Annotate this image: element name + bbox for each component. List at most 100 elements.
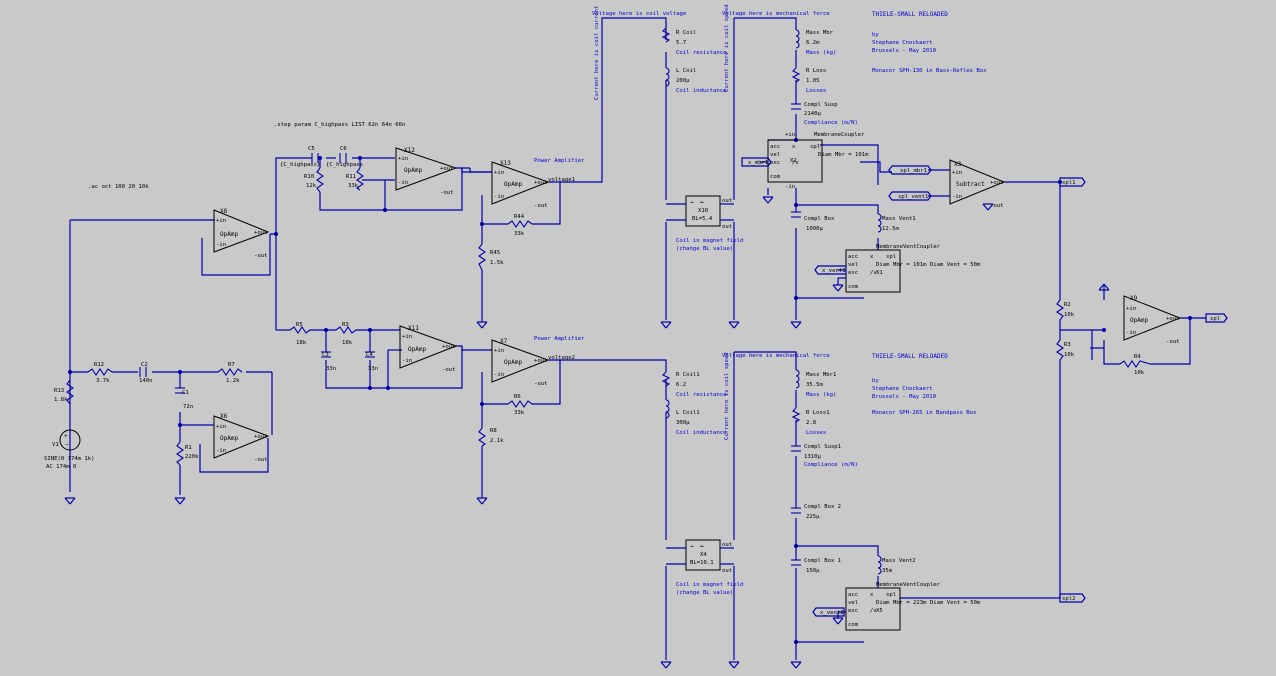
svg-text:-out: -out <box>442 367 455 373</box>
resistor-r8 <box>478 427 486 447</box>
svg-text:+out: +out <box>990 180 1003 186</box>
svg-text:150µ: 150µ <box>806 568 820 574</box>
opamp-x11[interactable]: X11 OpAmp +in -in +out -out <box>399 325 458 373</box>
svg-text:Losses: Losses <box>806 88 826 94</box>
svg-text:-out: -out <box>440 190 453 196</box>
svg-text:R11: R11 <box>346 174 356 180</box>
opamp-x12[interactable]: X12 OpAmp +in -in +out -out <box>395 147 458 196</box>
resistor-r7 <box>217 368 243 376</box>
svg-text:X10: X10 <box>698 208 708 214</box>
svg-text:R12: R12 <box>94 362 104 368</box>
opamp-x9[interactable]: X9 OpAmp +in -in +out -out <box>1123 295 1182 345</box>
svg-text:12.5m: 12.5m <box>882 226 899 232</box>
svg-text:Brussels - May 2010: Brussels - May 2010 <box>872 48 936 54</box>
svg-text:out: out <box>722 198 732 204</box>
svg-text:Coil inductance: Coil inductance <box>676 430 727 436</box>
svg-text:com: com <box>848 622 859 628</box>
v1-name: V1 <box>52 442 59 448</box>
svg-text:R10: R10 <box>304 174 314 180</box>
svg-text:-in: -in <box>402 358 412 364</box>
svg-text:+in: +in <box>1126 306 1136 312</box>
resistor-r11 <box>356 167 364 191</box>
opamp-x7[interactable]: X7 OpAmp +in -in +out -out <box>491 338 550 387</box>
svg-text:-in: -in <box>952 194 962 200</box>
membrane-vent-coupler-x1[interactable]: acc vel exc com x /v spl X1 Diam Mbr = 1… <box>837 244 981 293</box>
resistor-r13 <box>66 379 74 405</box>
flag-spl-mbr1: spl_mbr1 <box>900 168 927 174</box>
svg-text:Brussels - May 2010: Brussels - May 2010 <box>872 394 936 400</box>
svg-text:Compl Box: Compl Box <box>804 216 835 222</box>
svg-text:THIELE-SMALL RELOADED: THIELE-SMALL RELOADED <box>872 353 948 360</box>
svg-text:300µ: 300µ <box>676 420 690 426</box>
inductor-mass-vent1 <box>877 213 882 233</box>
svg-text:33n: 33n <box>326 366 336 372</box>
svg-text:200µ: 200µ <box>676 78 690 84</box>
svg-text:↔: ↔ <box>700 543 704 550</box>
svg-text:+out: +out <box>442 344 455 350</box>
svg-text:acc: acc <box>770 144 780 150</box>
svg-text:+in: +in <box>398 156 408 162</box>
svg-text:vel: vel <box>848 262 858 268</box>
svg-text:-in: -in <box>216 448 226 454</box>
svg-text:out: out <box>722 568 732 574</box>
svg-text:Monacor SPH-265 in Bandpass Bo: Monacor SPH-265 in Bandpass Box <box>872 410 977 416</box>
resistor-r5 <box>289 326 311 334</box>
svg-text:(change BL value): (change BL value) <box>676 590 733 596</box>
ac-directive: .ac oct 100 20 10k <box>88 184 149 190</box>
svg-text:225µ: 225µ <box>806 514 820 520</box>
membrane-vent-coupler-x5[interactable]: acc vel exc com x /v spl X5 Diam Mbr = 2… <box>837 582 981 631</box>
svg-text:R45: R45 <box>490 250 500 256</box>
svg-text:OpAmp: OpAmp <box>404 167 422 174</box>
svg-text:C1: C1 <box>182 390 189 396</box>
svg-text:Mass Vent1: Mass Vent1 <box>882 216 916 222</box>
svg-text:12k: 12k <box>306 183 317 189</box>
svg-text:10k: 10k <box>1134 370 1145 376</box>
svg-text:+in: +in <box>216 424 226 430</box>
svg-text:OpAmp: OpAmp <box>220 231 238 238</box>
svg-text:R Loss1: R Loss1 <box>806 410 830 416</box>
membrane-coupler-x2[interactable]: acc vel exc com x /v spl X2 Diam Mbr = 1… <box>760 132 869 190</box>
inductor-mass-vent2 <box>877 555 882 575</box>
svg-text:+in: +in <box>216 218 226 224</box>
svg-text:Power Amplifier: Power Amplifier <box>534 158 585 164</box>
svg-text:R13: R13 <box>54 388 64 394</box>
svg-text:+out: +out <box>534 358 547 364</box>
svg-text:18k: 18k <box>342 340 353 346</box>
svg-text:+: + <box>64 433 68 440</box>
flag-x-vent2: x_vent2 <box>820 610 844 616</box>
svg-text:+out: +out <box>440 166 453 172</box>
svg-text:Monacor SPH-130 in Bass-Reflex: Monacor SPH-130 in Bass-Reflex Box <box>872 68 987 74</box>
opamp-x13[interactable]: X13 OpAmp +in -in +out -out <box>491 160 550 209</box>
svg-text:vel: vel <box>770 152 780 158</box>
opamp-x6[interactable]: X6 OpAmp +in -in +out -out <box>213 413 270 463</box>
svg-text:OpAmp: OpAmp <box>504 181 522 188</box>
resistor-r2 <box>1056 299 1064 321</box>
svg-text:R5: R5 <box>296 322 303 328</box>
svg-text:+out: +out <box>534 180 547 186</box>
svg-text:3.7k: 3.7k <box>96 378 110 384</box>
svg-text:R4: R4 <box>1134 354 1141 360</box>
svg-text:Mass (kg): Mass (kg) <box>806 392 836 398</box>
svg-text:Coil resistance: Coil resistance <box>676 392 727 398</box>
svg-text:/v: /v <box>870 270 877 276</box>
svg-text:Power Amplifier: Power Amplifier <box>534 336 585 342</box>
svg-text:1.05: 1.05 <box>806 78 819 84</box>
svg-text:R3: R3 <box>342 322 349 328</box>
svg-text:-in: -in <box>785 184 795 190</box>
voltage-source-v1[interactable]: + − V1 SINE(0 174m 1k) AC 174m 0 <box>44 429 95 492</box>
svg-text:R Coil1: R Coil1 <box>676 372 700 378</box>
svg-text:Compl Box 1: Compl Box 1 <box>804 558 841 564</box>
svg-text:+in: +in <box>785 132 795 138</box>
svg-text:R2: R2 <box>1064 302 1071 308</box>
svg-text:L Coil: L Coil <box>676 68 696 74</box>
svg-text:Coil resistance: Coil resistance <box>676 50 727 56</box>
subtract-x3[interactable]: X3 Subtract +in -in +out -out <box>949 159 1006 209</box>
svg-text:1.5k: 1.5k <box>490 260 504 266</box>
svg-text:+in: +in <box>952 170 962 176</box>
svg-text:2.1k: 2.1k <box>490 438 504 444</box>
opamp-x8[interactable]: X8 OpAmp +in -in +out -out <box>213 208 270 259</box>
svg-text:+in: +in <box>494 348 504 354</box>
comments: Power Amplifier Power Amplifier voltage1… <box>534 4 987 440</box>
